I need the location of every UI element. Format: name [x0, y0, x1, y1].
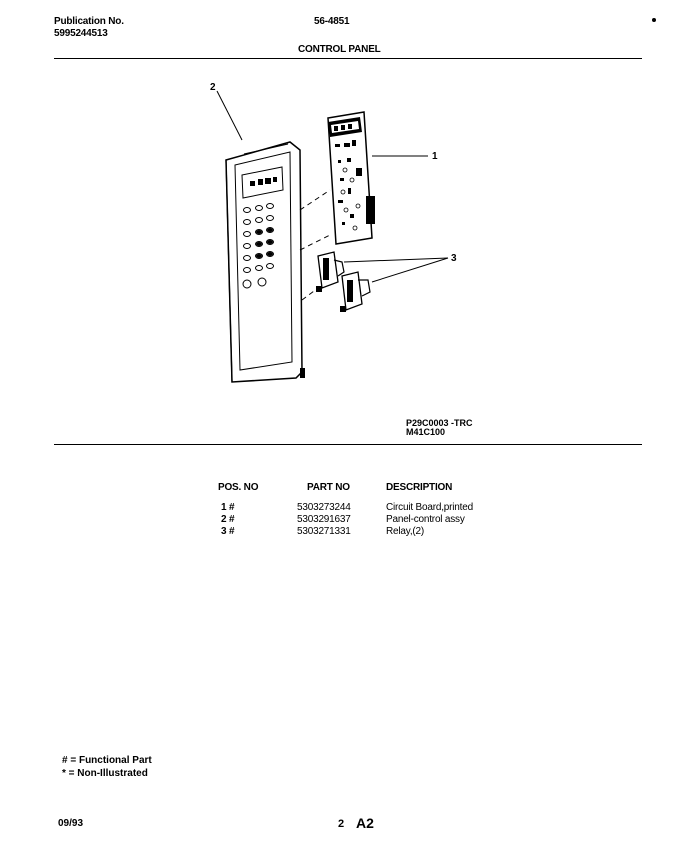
callout-3: 3 — [451, 253, 457, 264]
footer-date: 09/93 — [58, 818, 84, 829]
col-header-pos: POS. NO — [218, 482, 259, 493]
header-rule — [54, 58, 642, 59]
model-number: 56-4851 — [314, 16, 350, 27]
relay-right — [340, 271, 371, 312]
row-pos: 1 # — [221, 502, 235, 513]
publication-number: 5995244513 — [54, 28, 108, 39]
circuit-board — [327, 111, 375, 245]
callout-2: 2 — [210, 82, 216, 93]
callout-1: 1 — [432, 151, 438, 162]
relay-left — [316, 251, 345, 292]
diagram-rule — [54, 444, 642, 445]
row-desc: Relay,(2) — [386, 526, 425, 537]
drawing-code: P29C0003 -TRC — [406, 418, 473, 428]
col-header-part: PART NO — [307, 482, 350, 493]
row-part: 5303291637 — [297, 514, 351, 525]
row-part: 5303271331 — [297, 526, 351, 537]
corner-mark — [652, 18, 656, 22]
section-title: CONTROL PANEL — [298, 44, 381, 55]
footer-page-code: A2 — [356, 815, 374, 831]
col-header-desc: DESCRIPTION — [386, 482, 453, 493]
row-desc: Panel-control assy — [386, 514, 465, 525]
row-desc: Circuit Board,printed — [386, 502, 473, 513]
publication-label: Publication No. — [54, 16, 124, 27]
row-pos: 2 # — [221, 514, 235, 525]
leader-2 — [216, 90, 243, 141]
legend-non-illustrated: * = Non-Illustrated — [62, 768, 148, 779]
leader-3b — [371, 257, 449, 283]
footer-page-number: 2 — [338, 818, 345, 830]
row-pos: 3 # — [221, 526, 235, 537]
model-code: M41C100 — [406, 427, 446, 437]
exploded-diagram — [216, 90, 449, 383]
leader-3a — [343, 257, 449, 263]
control-panel-assembly — [225, 141, 305, 383]
legend-functional: # = Functional Part — [62, 755, 152, 766]
row-part: 5303273244 — [297, 502, 351, 513]
